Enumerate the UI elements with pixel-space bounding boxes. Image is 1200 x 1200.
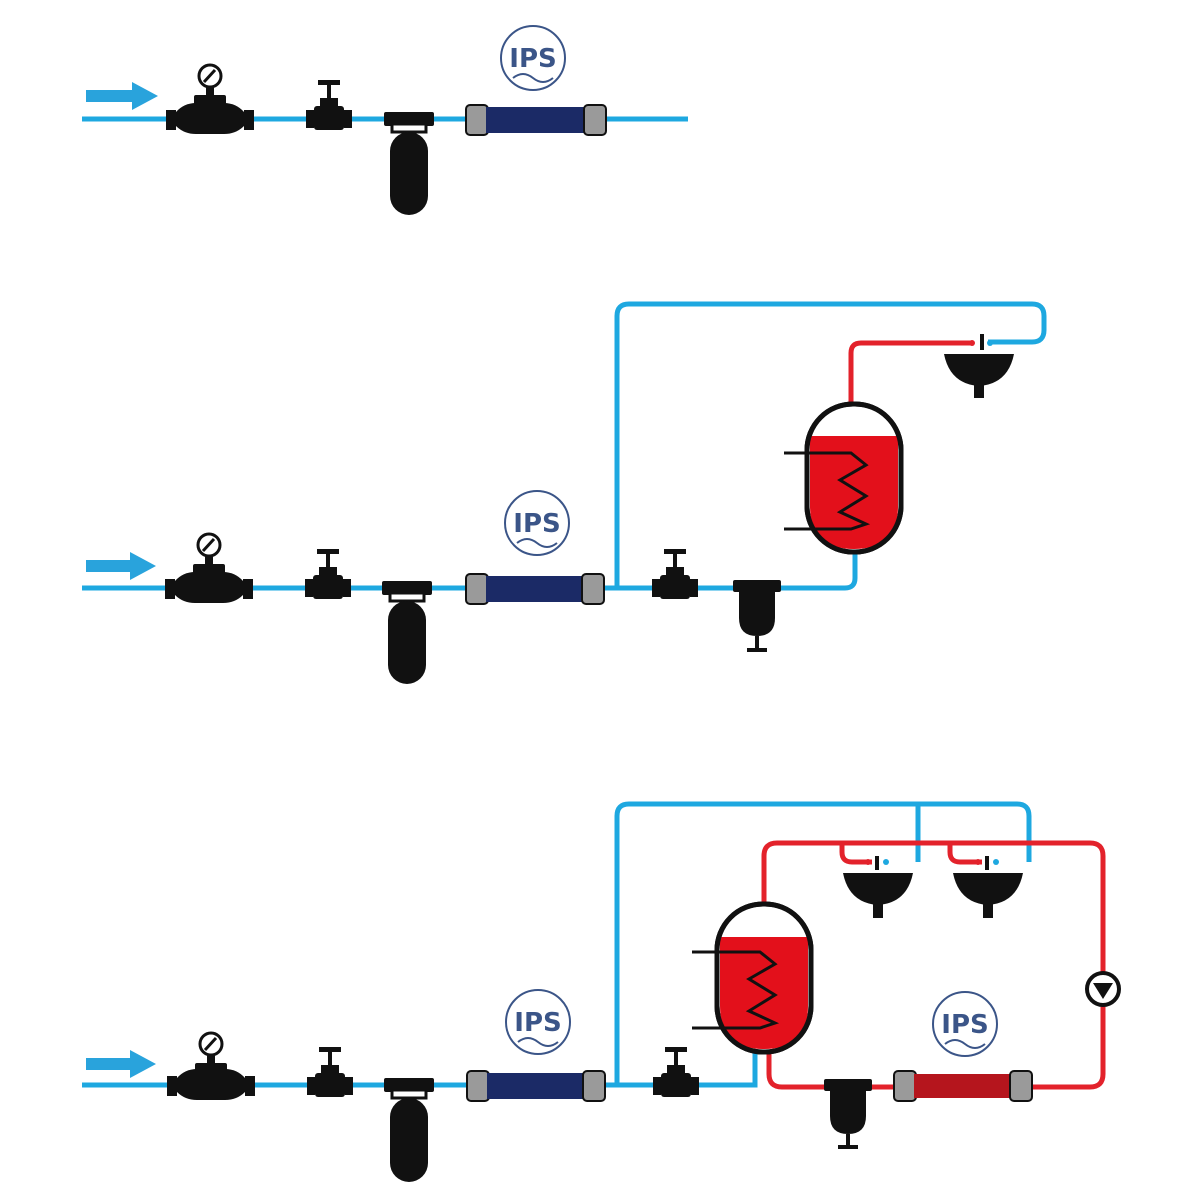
cold-water-pipe-to-sinks <box>614 801 1032 1085</box>
row-3-with-circulation: IPS <box>82 801 1121 1182</box>
arrow-right-icon <box>86 1050 156 1078</box>
cold-water-pipe-to-sink <box>614 301 1047 588</box>
hot-water-cylinder-icon <box>784 401 904 555</box>
pressure-reducer-filter-icon <box>824 1079 872 1149</box>
ips-logo-text: IPS <box>513 509 560 539</box>
ips-logo-text: IPS <box>509 44 556 74</box>
row-1-basic-installation: IPS <box>82 25 688 215</box>
wash-basin-icon <box>843 856 913 918</box>
circulation-pump-icon <box>1085 971 1121 1007</box>
gate-valve-icon <box>305 549 351 599</box>
wash-basin-icon <box>944 334 1014 398</box>
ips-logo: IPS <box>932 991 998 1057</box>
scale-conditioner-icon <box>465 573 605 605</box>
ips-logo-text: IPS <box>514 1008 561 1038</box>
hot-water-pipe-to-sinks <box>839 843 982 865</box>
ips-logo: IPS <box>500 25 566 91</box>
sediment-filter-icon <box>384 1078 434 1182</box>
heating-coil-icon <box>784 451 871 531</box>
cold-water-pipe-to-boiler <box>600 552 858 591</box>
gate-valve-icon <box>307 1047 353 1097</box>
water-meter-icon <box>166 63 254 134</box>
cold-water-pipe <box>82 1050 758 1088</box>
arrow-right-icon <box>86 82 158 110</box>
gate-valve-icon <box>306 80 352 130</box>
ips-logo: IPS <box>505 989 571 1055</box>
scale-conditioner-icon <box>466 1070 606 1102</box>
water-meter-icon <box>167 1031 255 1100</box>
hot-water-pipe-to-sink <box>848 340 972 402</box>
gate-valve-icon <box>653 1047 699 1097</box>
wash-basin-icon <box>953 856 1023 918</box>
hot-water-circulation-loop <box>761 840 1106 1090</box>
gate-valve-icon <box>652 549 698 599</box>
ips-logo: IPS <box>504 490 570 556</box>
sediment-filter-icon <box>384 112 434 215</box>
heating-coil-icon <box>692 950 780 1030</box>
hot-water-cylinder-icon <box>692 901 814 1055</box>
water-meter-icon <box>165 532 253 603</box>
scale-conditioner-icon <box>893 1070 1033 1102</box>
sediment-filter-icon <box>382 581 432 684</box>
pressure-reducer-filter-icon <box>733 580 781 652</box>
scale-conditioner-icon <box>465 104 607 136</box>
row-2-with-boiler: IPS <box>82 301 1047 684</box>
ips-logo-text: IPS <box>941 1010 988 1040</box>
arrow-right-icon <box>86 552 156 580</box>
